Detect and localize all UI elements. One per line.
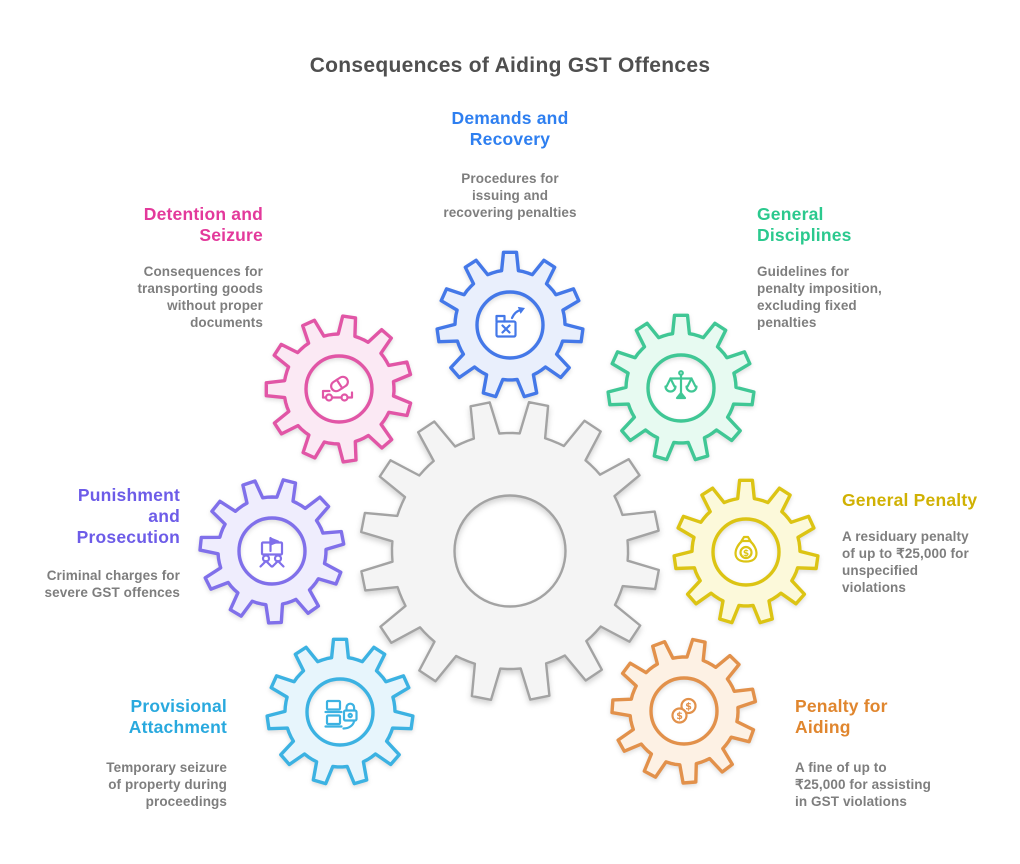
section-detention-and-seizure: Detention and Seizure Consequences for t… [43,204,263,331]
center-gear [360,401,660,701]
heading-line: Penalty for [795,696,888,716]
heading-line: General [757,204,824,224]
desc-line: of property during [108,777,227,792]
section-description: A fine of up to ₹25,000 for assisting in… [795,759,1017,810]
section-description: Temporary seizure of property during pro… [27,759,227,810]
desc-line: recovering penalties [443,205,577,220]
section-description: Procedures for issuing and recovering pe… [380,170,640,221]
gear-penalty-for-aiding [610,637,758,785]
desc-line: violations [842,580,907,595]
desc-line: Criminal charges for [46,568,180,583]
section-punishment-and-prosecution: Punishment and Prosecution Criminal char… [0,485,180,601]
heading-line: Provisional [130,696,227,716]
heading-line: Aiding [795,717,851,737]
section-heading: General Penalty [842,490,1020,511]
gear-general-penalty [672,478,820,625]
section-provisional-attachment: Provisional Attachment Temporary seizure… [27,696,227,810]
desc-line: severe GST offences [44,585,180,600]
desc-line: documents [190,315,263,330]
desc-line: penalties [757,315,817,330]
desc-line: Consequences for [143,264,263,279]
heading-line: Demands and [451,108,569,128]
section-heading: Provisional Attachment [27,696,227,738]
section-description: Consequences for transporting goods with… [43,263,263,331]
page-title: Consequences of Aiding GST Offences [309,54,711,77]
section-heading: Penalty for Aiding [795,696,1017,738]
truck-capsule-icon [321,375,354,402]
desc-line: transporting goods [137,281,263,296]
heading-line: Attachment [128,717,227,737]
dollar-glyph: $ [676,711,683,722]
heading-line: Punishment [77,485,180,505]
prosecution-people-flag-icon [259,536,285,568]
gear-provisional-attachment [265,637,415,786]
gear-demands-and-recovery [435,250,585,399]
desc-line: A residuary penalty [842,529,969,544]
money-bag-icon: $ [734,535,758,563]
heading-line: Recovery [469,129,551,149]
section-demands-and-recovery: Demands and Recovery Procedures for issu… [380,108,640,221]
desc-line: without proper [167,298,263,313]
section-heading: Demands and Recovery [380,108,640,150]
section-penalty-for-aiding: Penalty for Aiding A fine of up to ₹25,0… [795,696,1017,810]
section-description: Criminal charges for severe GST offences [0,567,180,601]
desc-line: ₹25,000 for assisting [795,777,931,792]
heading-line: and [148,506,180,526]
coins-icon: $ $ [671,697,697,724]
dollar-glyph: $ [685,702,692,713]
desc-line: Guidelines for [757,264,850,279]
section-description: Guidelines for penalty imposition, exclu… [757,263,967,331]
justice-scales-icon [664,370,698,400]
desc-line: excluding fixed [757,298,857,313]
gear-detention-and-seizure [264,314,413,464]
open-crate-recovery-arrow-icon [495,306,525,338]
section-general-disciplines: General Disciplines Guidelines for penal… [757,204,967,331]
devices-lock-icon [324,699,358,730]
dollar-glyph: $ [743,549,749,559]
section-heading: Punishment and Prosecution [0,485,180,548]
desc-line: proceedings [145,794,227,809]
desc-line: issuing and [471,188,549,203]
gear-general-disciplines [606,313,756,462]
heading-line: Prosecution [76,527,180,547]
desc-line: penalty imposition, [757,281,882,296]
gear-punishment-and-prosecution [198,478,346,625]
desc-line: in GST violations [795,794,907,809]
heading-line: Detention and [143,204,263,224]
section-heading: Detention and Seizure [43,204,263,246]
heading-line: Disciplines [757,225,852,245]
section-heading: General Disciplines [757,204,967,246]
desc-line: unspecified [842,563,919,578]
section-description: A residuary penalty of up to ₹25,000 for… [842,528,1020,596]
heading-line: General Penalty [842,490,978,510]
section-general-penalty: General Penalty A residuary penalty of u… [842,490,1020,596]
desc-line: Temporary seizure [106,760,227,775]
desc-line: A fine of up to [795,760,887,775]
desc-line: Procedures for [461,171,559,186]
desc-line: of up to ₹25,000 for [842,546,969,561]
heading-line: Seizure [199,225,263,245]
